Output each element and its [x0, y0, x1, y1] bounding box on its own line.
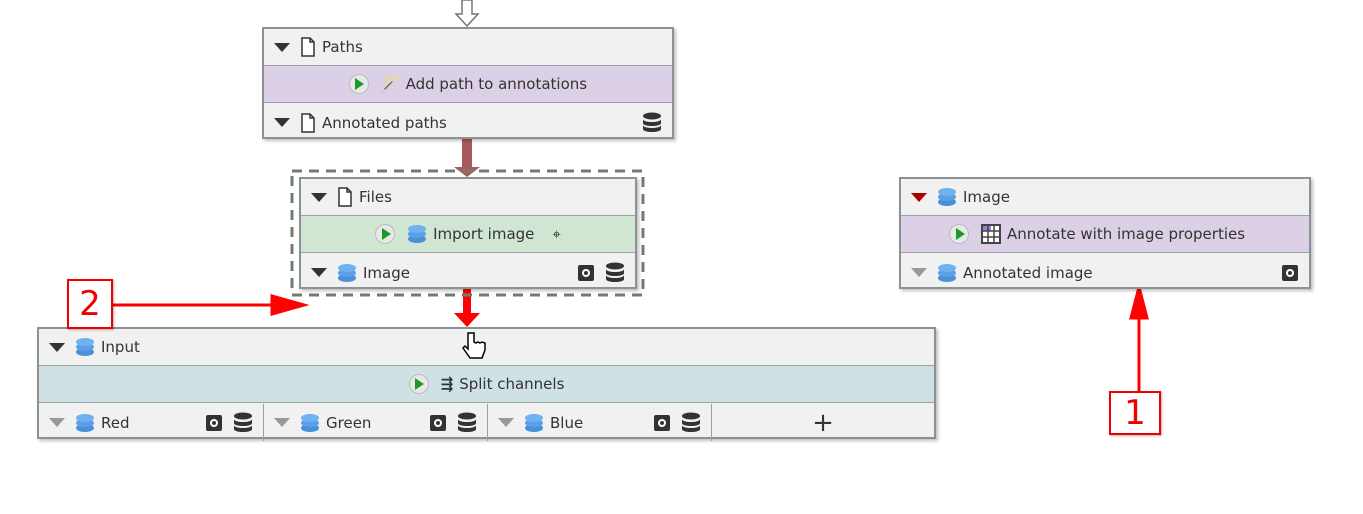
- layers-icon: [524, 413, 544, 433]
- play-button[interactable]: [949, 224, 969, 244]
- layers-icon: [937, 187, 957, 207]
- selection-box: [290, 169, 645, 297]
- input-label: Paths: [322, 38, 363, 56]
- output-label: Annotated paths: [322, 113, 447, 132]
- action-label: Split channels: [459, 375, 565, 393]
- file-icon: [300, 37, 316, 57]
- expand-icon[interactable]: [311, 268, 327, 277]
- output-label: Annotated image: [963, 263, 1093, 282]
- layers-icon: [407, 224, 427, 244]
- output-slot-blue[interactable]: Blue: [488, 404, 712, 441]
- output-label: Red: [101, 413, 130, 432]
- output-slot-red[interactable]: Red: [39, 404, 264, 441]
- database-icon[interactable]: [681, 412, 701, 434]
- output-label: Image: [363, 263, 410, 282]
- play-button[interactable]: [375, 224, 396, 244]
- layers-icon: [300, 413, 320, 433]
- wand-icon: 🪄: [380, 75, 400, 93]
- expand-icon[interactable]: [274, 42, 290, 52]
- import-to-split-connector: [454, 289, 480, 327]
- add-output-button[interactable]: +: [812, 407, 834, 438]
- database-icon[interactable]: [457, 412, 477, 434]
- crosshair-icon[interactable]: ⌖: [552, 225, 561, 243]
- action-label: Annotate with image properties: [1007, 225, 1246, 243]
- node-import-image[interactable]: Files Import image ⌖ Image: [299, 177, 637, 289]
- output-slot-green[interactable]: Green: [264, 404, 488, 441]
- expand-icon[interactable]: [274, 118, 290, 127]
- node-split-channels[interactable]: Input ⇶ Split channels Red Green Blue +: [37, 327, 936, 441]
- action-label: Import image: [433, 225, 535, 243]
- input-label: Files: [359, 188, 392, 206]
- table-icon: [981, 224, 1001, 244]
- play-button[interactable]: [408, 374, 429, 394]
- layers-icon: [75, 413, 95, 433]
- node-annotate-image-properties[interactable]: Image Annotate with image properties Ann…: [899, 177, 1311, 289]
- play-button[interactable]: [348, 74, 369, 94]
- disk-icon[interactable]: [577, 264, 595, 282]
- annotation-badge-1: 1: [1109, 391, 1161, 435]
- database-icon[interactable]: [605, 262, 625, 284]
- output-label: Blue: [550, 413, 584, 432]
- expand-icon[interactable]: [911, 192, 927, 202]
- output-label: Green: [326, 413, 372, 432]
- layers-icon: [75, 337, 95, 357]
- file-icon: [300, 113, 316, 133]
- layers-icon: [337, 263, 357, 283]
- annotation-arrow-2: [112, 294, 310, 316]
- node-add-path[interactable]: Paths 🪄 Add path to annotations Annotated…: [262, 27, 674, 139]
- input-label: Input: [101, 338, 140, 356]
- disk-icon[interactable]: [429, 414, 447, 432]
- hand-cursor-icon: [462, 332, 486, 359]
- paths-to-import-connector: [454, 139, 480, 177]
- disk-icon[interactable]: [1281, 264, 1299, 282]
- split-icon: ⇶: [440, 375, 454, 393]
- annotation-badge-2: 2: [67, 279, 113, 329]
- layers-icon: [937, 263, 957, 283]
- annotation-arrow-1: [1129, 286, 1149, 391]
- database-icon[interactable]: [642, 112, 662, 134]
- database-icon[interactable]: [233, 412, 253, 434]
- expand-icon[interactable]: [911, 268, 927, 277]
- expand-icon[interactable]: [49, 342, 65, 352]
- disk-icon[interactable]: [205, 414, 223, 432]
- expand-icon[interactable]: [311, 192, 327, 202]
- file-icon: [337, 187, 353, 207]
- action-label: Add path to annotations: [405, 75, 588, 93]
- input-label: Image: [963, 188, 1010, 206]
- disk-icon[interactable]: [653, 414, 671, 432]
- incoming-connector: [454, 0, 480, 28]
